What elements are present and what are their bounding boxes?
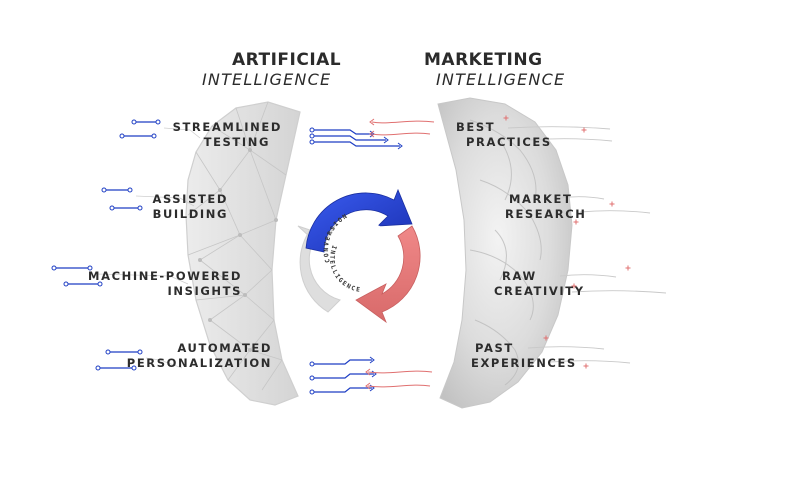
ai-item-label-line1: ASSISTED	[152, 192, 228, 206]
ai-item-label-line2: TESTING	[203, 135, 270, 149]
ai-arrow-dot	[309, 127, 315, 133]
ai-circuit-dot	[105, 349, 111, 355]
ai-arrow-line	[314, 387, 372, 393]
mi-leader-line	[559, 196, 605, 200]
mi-plus-mark	[503, 115, 509, 121]
ai-item-assisted-building: ASSISTED BUILDING	[152, 192, 228, 222]
ai-item-label-line2: PERSONALIZATION	[126, 356, 272, 370]
mi-plus-mark	[571, 283, 577, 289]
mi-item-label-line1: RAW	[502, 269, 537, 283]
mi-item-past-experiences: PAST EXPERIENCES	[471, 341, 577, 371]
ai-arrow-line	[314, 373, 374, 379]
ai-leader-line	[163, 127, 201, 139]
ai-circuit-dot	[109, 205, 115, 211]
ai-circuit-dot	[97, 281, 103, 287]
mi-arrow-line	[371, 120, 435, 124]
mi-leader-line	[549, 360, 631, 364]
ai-circuit-dot	[127, 187, 133, 193]
ai-item-label-line2: INSIGHTS	[167, 284, 242, 298]
ai-circuit-dot	[131, 119, 137, 125]
mi-arrow-head	[369, 118, 375, 126]
ai-circuit-dot	[95, 365, 101, 371]
ai-circuit-dot	[51, 265, 57, 271]
mi-item-label-line1: MARKET	[509, 192, 573, 206]
ai-leader-line	[135, 195, 195, 207]
mi-item-label-line1: BEST	[456, 120, 496, 134]
mi-item-market-research: MARKET RESEARCH	[505, 192, 586, 222]
mi-plus-mark	[609, 201, 615, 207]
conversion-cycle-graphic: CONVERSION INTELLIGENCE	[297, 188, 430, 324]
mi-item-label-line2: PRACTICES	[466, 135, 552, 149]
ai-item-label-line1: MACHINE-POWERED	[88, 269, 242, 283]
mi-plus-mark	[581, 127, 587, 133]
mi-leader-line	[579, 210, 651, 214]
mi-item-label-line2: CREATIVITY	[494, 284, 585, 298]
ai-item-label-line1: STREAMLINED	[172, 120, 282, 134]
mi-item-label-line1: PAST	[475, 341, 514, 355]
ai-circuit-dot	[137, 205, 143, 211]
ai-item-label-line1: AUTOMATED	[177, 341, 272, 355]
ai-item-automated-personalization: AUTOMATED PERSONALIZATION	[127, 341, 272, 371]
ai-circuit-dot	[131, 365, 137, 371]
mi-arrow-line	[367, 370, 433, 374]
heading-mi-line2: INTELLIGENCE	[436, 70, 566, 89]
mi-item-label-line2: EXPERIENCES	[471, 356, 577, 370]
mi-arrow-line	[367, 384, 431, 388]
mi-arrow-head	[365, 368, 371, 376]
ai-arrow-dot	[309, 389, 315, 395]
heading-ai-line2: INTELLIGENCE	[202, 70, 332, 89]
ai-arrow-line	[314, 135, 386, 141]
ai-arrow-dot	[309, 133, 315, 139]
ai-arrow-line	[314, 141, 400, 147]
mi-arrow-head	[365, 382, 371, 390]
mi-item-raw-creativity: RAW CREATIVITY	[494, 269, 585, 299]
ai-arrow-head	[397, 142, 403, 150]
connector-lines	[51, 115, 667, 395]
mi-plus-mark	[583, 363, 589, 369]
ai-circuit-dot	[155, 119, 161, 125]
mi-item-label-line2: RESEARCH	[505, 207, 587, 221]
ai-circuit-dot	[137, 349, 143, 355]
mi-arrow-line	[371, 132, 431, 136]
mi-leader-line	[507, 126, 611, 130]
ai-leader-line	[95, 273, 189, 285]
mi-item-best-practices: BEST PRACTICES	[456, 120, 552, 150]
ai-arrow-head	[369, 356, 375, 364]
ai-circuit-dot	[151, 133, 157, 139]
mi-leader-line	[527, 138, 613, 142]
ai-circuit-dot	[87, 265, 93, 271]
mi-plus-mark	[573, 219, 579, 225]
ai-arrow-dot	[309, 361, 315, 367]
ai-arrow-line	[314, 359, 372, 365]
mi-plus-mark	[543, 335, 549, 341]
heading-mi-line1: MARKETING	[424, 50, 543, 70]
ai-mesh-half	[185, 101, 301, 406]
ai-arrow-line	[314, 129, 372, 135]
mi-arrow-head	[369, 130, 375, 138]
ai-arrow-dot	[309, 139, 315, 145]
ai-circuit-dot	[119, 133, 125, 139]
mi-leader-line	[527, 346, 605, 350]
ai-arrow-head	[383, 136, 389, 144]
ai-arrow-head	[371, 370, 377, 378]
ai-item-streamlined-testing: STREAMLINED TESTING	[173, 120, 282, 150]
ai-circuit-dot	[63, 281, 69, 287]
mi-leader-line	[571, 290, 667, 294]
ai-item-machine-powered-insights: MACHINE-POWERED INSIGHTS	[88, 269, 242, 299]
ai-item-label-line2: BUILDING	[152, 207, 228, 221]
heading-artificial-intelligence: ARTIFICIAL INTELLIGENCE	[202, 50, 342, 89]
mi-plus-mark	[625, 265, 631, 271]
mi-leader-line	[559, 274, 617, 278]
heading-marketing-intelligence: MARKETING INTELLIGENCE	[424, 50, 565, 89]
ai-leader-line	[145, 357, 183, 369]
ai-circuit-dot	[101, 187, 107, 193]
heading-ai-line1: ARTIFICIAL	[232, 50, 342, 70]
ai-arrow-dot	[309, 375, 315, 381]
